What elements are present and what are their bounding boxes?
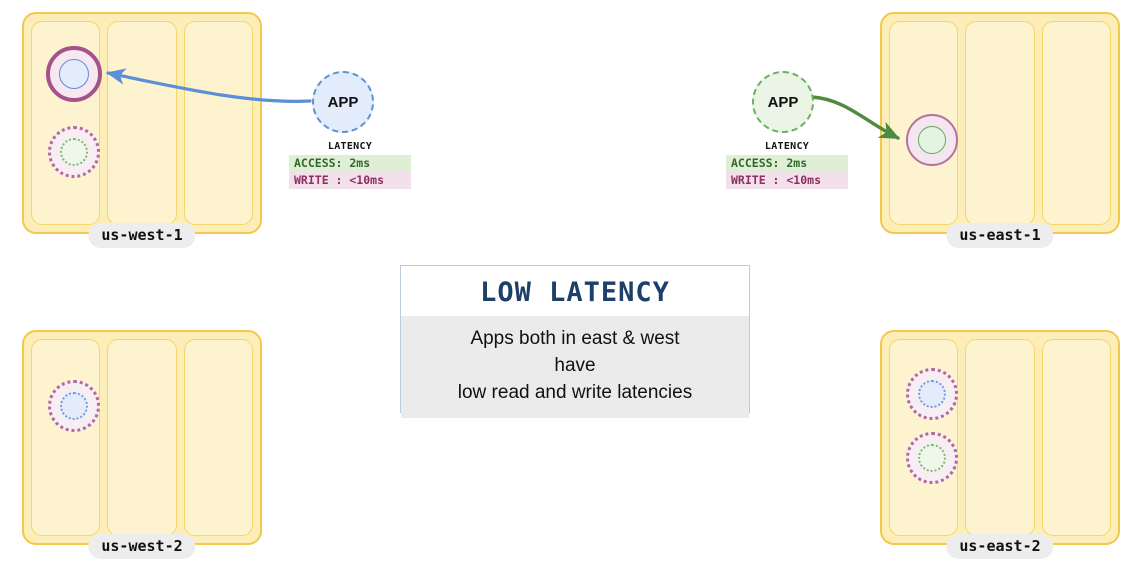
latency-title: LATENCY (764, 141, 810, 152)
region-column (31, 339, 101, 536)
latency-access-row: ACCESS: 2ms (726, 155, 848, 172)
latency-write-row: WRITE : <10ms (726, 172, 848, 189)
latency-write-row: WRITE : <10ms (289, 172, 411, 189)
callout-line-2: have (554, 355, 596, 376)
region-column (183, 339, 253, 536)
callout-title: LOW LATENCY (401, 266, 749, 316)
app-label: APP (327, 93, 359, 111)
latency-panel-west: LATENCY ACCESS: 2ms WRITE : <10ms (289, 141, 411, 189)
low-latency-callout: LOW LATENCY Apps both in east & west hav… (400, 265, 750, 418)
node-inner-circle (918, 126, 946, 154)
region-column (183, 21, 253, 225)
ghost-replica-node[interactable] (906, 368, 958, 420)
ghost-replica-node[interactable] (48, 126, 100, 178)
region-us-east-2[interactable]: us-east-2 (880, 330, 1120, 559)
region-column (889, 339, 959, 536)
region-column (107, 21, 177, 225)
node-inner-circle (60, 138, 88, 166)
region-column (965, 21, 1035, 225)
region-column (107, 339, 177, 536)
region-column (31, 21, 102, 225)
region-column (889, 21, 959, 225)
callout-body: Apps both in east & west have low read a… (401, 316, 749, 418)
latency-access-row: ACCESS: 2ms (289, 155, 411, 172)
region-label-us-east-2: us-east-2 (946, 534, 1054, 559)
region-columns (31, 21, 253, 225)
region-column (1041, 21, 1111, 225)
region-column (1041, 339, 1111, 536)
latency-panel-east: LATENCY ACCESS: 2ms WRITE : <10ms (726, 141, 848, 189)
app-node-west[interactable]: APP (312, 71, 374, 133)
app-node-east[interactable]: APP (752, 71, 814, 133)
region-us-east-1[interactable]: us-east-1 (880, 12, 1120, 248)
node-inner-circle (918, 444, 946, 472)
ghost-replica-node[interactable] (906, 432, 958, 484)
region-columns (31, 339, 253, 536)
latency-title: LATENCY (327, 141, 373, 152)
region-column (965, 339, 1035, 536)
region-us-west-2[interactable]: us-west-2 (22, 330, 262, 559)
region-columns (889, 21, 1111, 225)
region-us-west-1[interactable]: us-west-1 (22, 12, 262, 248)
region-label-us-west-2: us-west-2 (88, 534, 196, 559)
primary-replica-node[interactable] (906, 114, 958, 166)
node-inner-circle (918, 380, 946, 408)
region-columns (889, 339, 1111, 536)
ghost-replica-node[interactable] (48, 380, 100, 432)
node-inner-circle (59, 59, 89, 89)
region-label-us-east-1: us-east-1 (946, 223, 1054, 248)
region-label-us-west-1: us-west-1 (88, 223, 196, 248)
callout-line-3: low read and write latencies (457, 382, 693, 403)
app-label: APP (767, 93, 799, 111)
callout-line-1: Apps both in east & west (470, 328, 680, 349)
primary-replica-node[interactable] (46, 46, 102, 102)
node-inner-circle (60, 392, 88, 420)
